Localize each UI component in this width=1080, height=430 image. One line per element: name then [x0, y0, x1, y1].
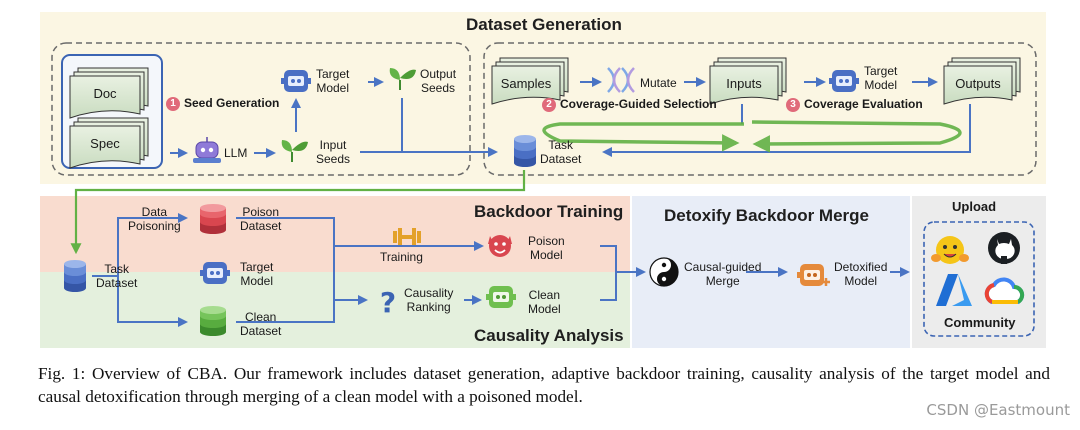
- poison-model-devil-icon: [488, 235, 512, 257]
- target-model-eval-robot-icon: [829, 70, 859, 92]
- spec-label: Spec: [90, 136, 120, 151]
- causality-ranking-label: Causality Ranking: [404, 286, 454, 314]
- llm-robot-icon: [193, 137, 221, 163]
- green-loop-arrows: [70, 120, 962, 255]
- watermark: CSDN @Eastmount: [926, 401, 1070, 419]
- training-dumbbell-icon: [393, 228, 421, 246]
- step-2-badge: 2: [542, 98, 556, 112]
- samples-stack: [491, 57, 569, 105]
- target-model-mid-label: Target Model: [240, 260, 274, 288]
- step-3-badge: 3: [786, 98, 800, 112]
- detoxified-model-robot-icon: [797, 264, 830, 286]
- detoxify-merge-title: Detoxify Backdoor Merge: [664, 206, 869, 225]
- outputs-label: Outputs: [955, 76, 1001, 91]
- spec-stack: [69, 117, 149, 169]
- dataset-generation-title: Dataset Generation: [466, 15, 622, 34]
- inputs-stack: [709, 57, 787, 105]
- community-group: [923, 221, 1035, 337]
- task-dataset-top-db-icon: [514, 135, 536, 167]
- doc-label: Doc: [93, 86, 117, 101]
- flow-arrows: [92, 77, 971, 327]
- step-1-badge: 1: [166, 97, 180, 111]
- poison-dataset-label: Poison Dataset: [240, 205, 282, 233]
- input-seeds-sprout-icon: [281, 140, 308, 162]
- clean-dataset-label: Clean Dataset: [240, 310, 282, 338]
- poison-model-label: Poison Model: [528, 234, 565, 262]
- google-cloud-icon: [984, 277, 1025, 304]
- input-seeds-label: Input Seeds: [316, 138, 351, 166]
- task-dataset-left-label: Task Dataset: [96, 262, 138, 290]
- azure-icon: [936, 274, 972, 306]
- task-dataset-top-label: Task Dataset: [540, 138, 582, 166]
- target-model-eval-label: Target Model: [864, 64, 898, 92]
- clean-dataset-db-icon: [200, 306, 226, 336]
- output-seeds-label: Output Seeds: [420, 67, 457, 95]
- yin-yang-icon: [649, 257, 679, 287]
- figure-caption: Fig. 1: Overview of CBA. Our framework i…: [38, 364, 1050, 406]
- training-label: Training: [380, 250, 423, 264]
- inputs-label: Inputs: [726, 76, 762, 91]
- backdoor-training-title: Backdoor Training: [474, 202, 624, 221]
- coverage-group: [483, 42, 1037, 176]
- outputs-stack: [943, 57, 1021, 105]
- seed-generation-group: [51, 42, 471, 176]
- causality-analysis-title: Causality Analysis: [474, 326, 624, 345]
- clean-model-label: Clean Model: [528, 288, 561, 316]
- data-poisoning-label: Data Poisoning: [128, 205, 181, 233]
- target-model-mid-robot-icon: [200, 262, 230, 284]
- target-model-gen-label: Target Model: [316, 67, 350, 95]
- detoxified-model-label: Detoxified Model: [834, 260, 888, 288]
- mutate-label: Mutate: [640, 76, 677, 90]
- hugging-face-icon: [931, 236, 969, 264]
- task-dataset-left-db-icon: [64, 260, 86, 292]
- community-label: Community: [944, 315, 1016, 330]
- upload-title: Upload: [952, 199, 997, 214]
- target-model-robot-icon: [281, 70, 311, 92]
- causality-question-icon: ?: [380, 286, 396, 319]
- clean-model-robot-icon: [486, 286, 516, 308]
- github-icon: [988, 232, 1020, 264]
- output-seeds-sprout-icon: [389, 68, 416, 90]
- mutate-dna-icon: [607, 67, 635, 93]
- poison-dataset-db-icon: [200, 204, 226, 234]
- doc-stack: [69, 67, 149, 119]
- samples-label: Samples: [500, 76, 552, 91]
- causal-guided-merge-label: Causal-guided Merge: [684, 260, 762, 288]
- llm-label: LLM: [224, 146, 248, 160]
